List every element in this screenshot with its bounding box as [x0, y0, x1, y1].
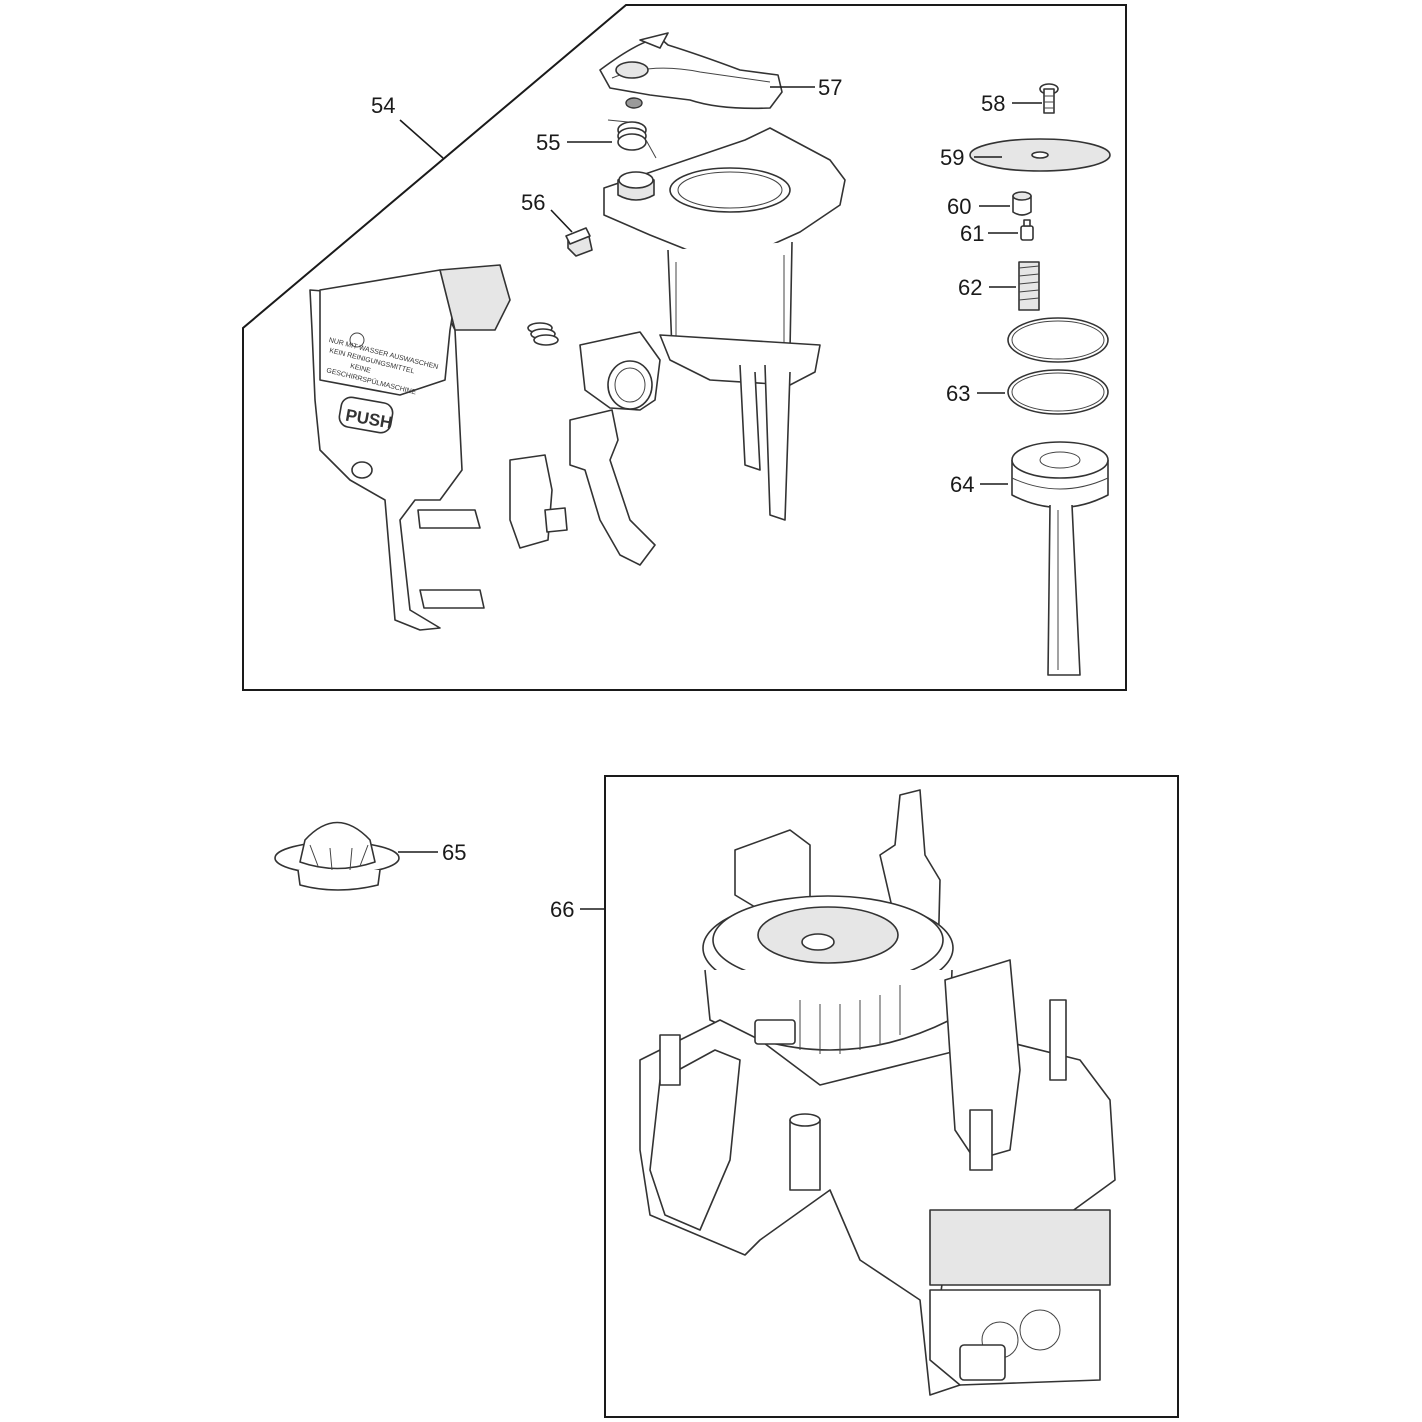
part-66-grinder-unit: [639, 789, 1116, 1396]
callout-62: 62: [958, 275, 982, 300]
latch-spring: [527, 322, 559, 346]
part-63-o-rings: [1007, 317, 1109, 415]
part-64-piston: [1011, 441, 1109, 676]
part-54-front-panel: PUSH NUR MIT WASSER AUSWASCHEN KEIN REIN…: [309, 264, 511, 631]
leader-56: [550, 209, 573, 233]
part-56-clip: [565, 227, 593, 257]
callout-54: 54: [371, 93, 395, 118]
callout-63: 63: [946, 381, 970, 406]
part-61-valve-pin: [1020, 219, 1034, 241]
callout-55: 55: [536, 130, 560, 155]
part-58-screw: [1039, 83, 1059, 114]
warning-line-3: KEINE: [349, 363, 371, 375]
callout-61: 61: [960, 221, 984, 246]
side-bracket: [509, 454, 568, 549]
part-65-cap: [274, 821, 400, 891]
callout-66: 66: [550, 897, 574, 922]
upper-assembly-frame: [242, 4, 1127, 691]
lower-assembly-frame: [604, 775, 1179, 1418]
part-60-nut: [1012, 191, 1032, 216]
callout-65: 65: [442, 840, 466, 865]
leader-54: [399, 119, 444, 159]
callout-58: 58: [981, 91, 1005, 116]
latch-mechanism: [569, 331, 661, 566]
part-62-coil-spring: [1018, 261, 1040, 311]
callout-59: 59: [940, 145, 964, 170]
part-57-top-cover: [599, 32, 783, 110]
callout-56: 56: [521, 190, 545, 215]
part-55-torsion-spring: [607, 119, 657, 159]
brew-chamber-housing: [603, 127, 846, 521]
callout-60: 60: [947, 194, 971, 219]
callout-57: 57: [818, 75, 842, 100]
part-59-filter-disc: [969, 138, 1111, 172]
callout-64: 64: [950, 472, 974, 497]
